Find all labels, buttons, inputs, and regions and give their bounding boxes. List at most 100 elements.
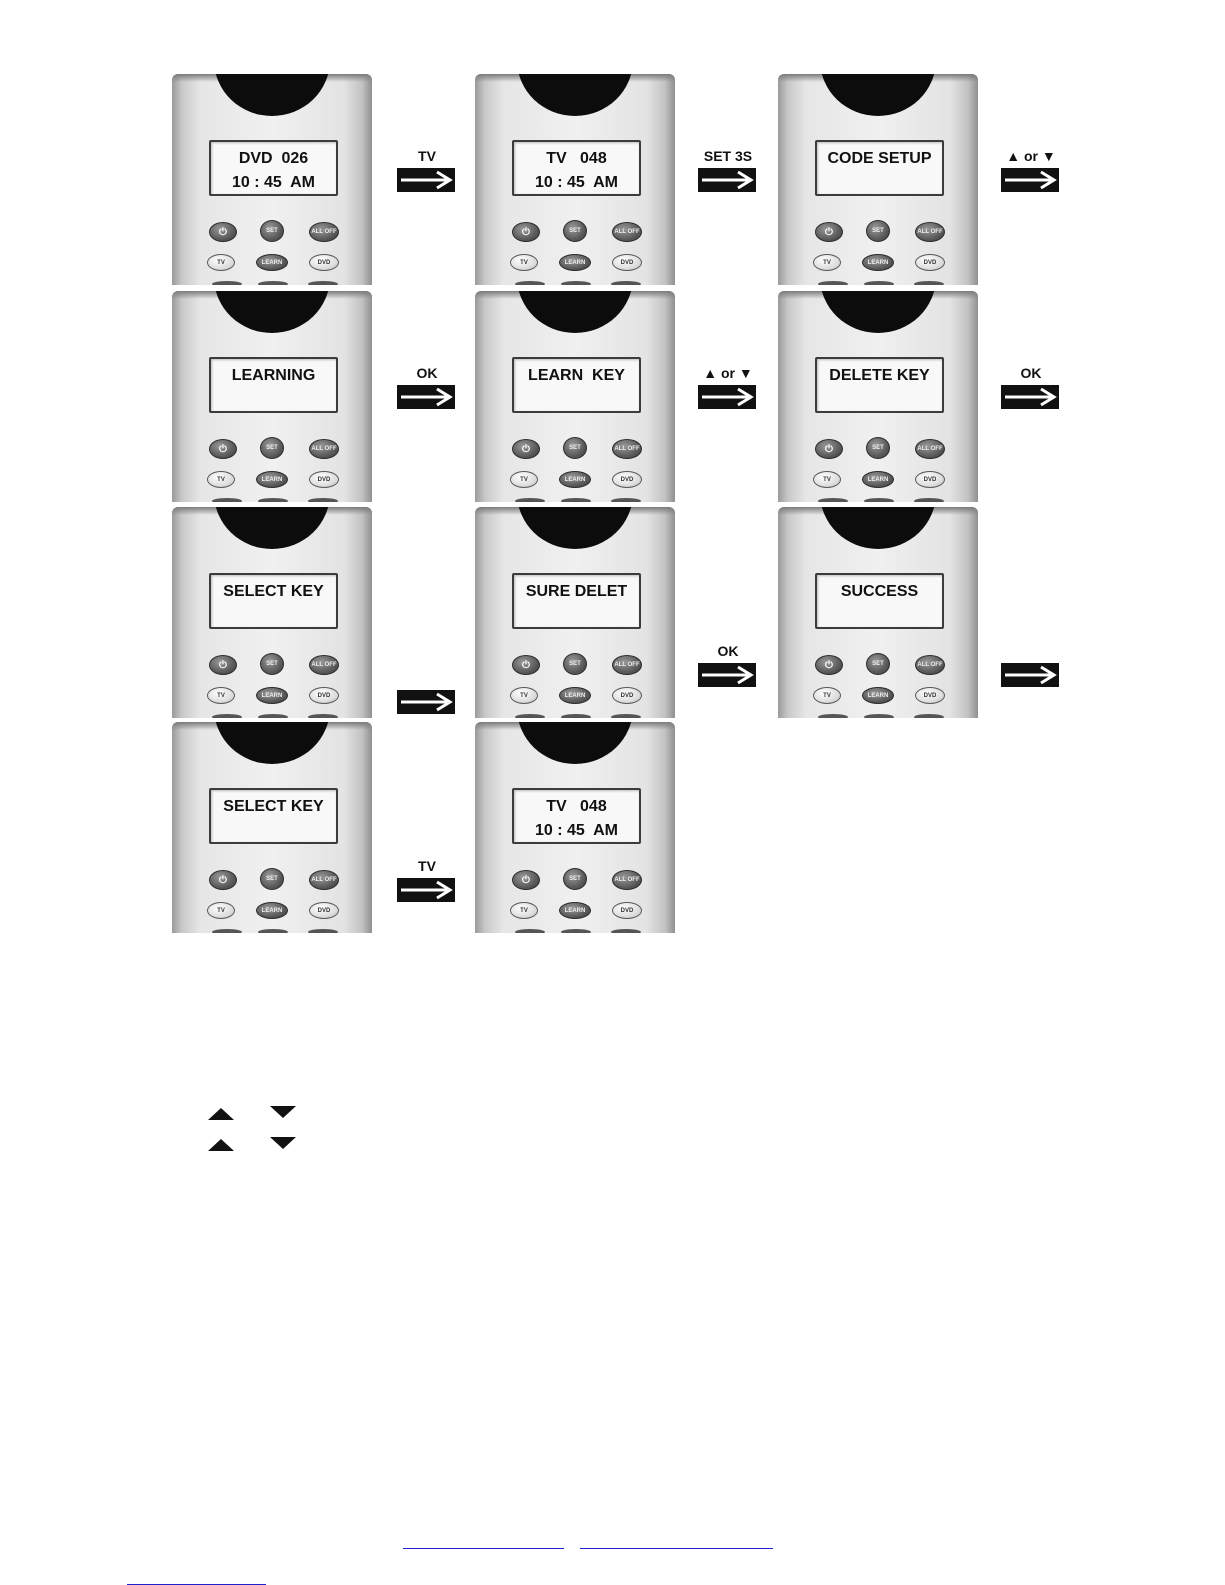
power-button[interactable]: ⏻: [209, 870, 237, 890]
step-arrow: [1001, 643, 1061, 689]
lcd-line-1: TV 048: [546, 150, 607, 167]
set-button-label: SET: [266, 661, 278, 667]
all-off-button-label: ALL OFF: [311, 662, 337, 668]
lcd-display: SELECT KEY: [209, 788, 338, 844]
all-off-button[interactable]: ALL OFF: [612, 870, 642, 890]
power-button[interactable]: ⏻: [815, 655, 843, 675]
power-button[interactable]: ⏻: [209, 222, 237, 242]
learn-button[interactable]: LEARN: [559, 471, 591, 488]
dvd-button[interactable]: DVD: [309, 471, 339, 488]
set-button[interactable]: SET: [563, 437, 587, 459]
power-button[interactable]: ⏻: [512, 439, 540, 459]
dvd-button[interactable]: DVD: [612, 254, 642, 271]
set-button-label: SET: [872, 661, 884, 667]
power-button[interactable]: ⏻: [512, 222, 540, 242]
tv-button[interactable]: TV: [510, 902, 538, 919]
power-button[interactable]: ⏻: [209, 439, 237, 459]
tv-button[interactable]: TV: [207, 471, 235, 488]
all-off-button[interactable]: ALL OFF: [915, 655, 945, 675]
step-arrow: OK: [397, 365, 457, 411]
all-off-button[interactable]: ALL OFF: [612, 439, 642, 459]
tv-button[interactable]: TV: [813, 254, 841, 271]
tv-button[interactable]: TV: [510, 254, 538, 271]
set-button[interactable]: SET: [563, 868, 587, 890]
tv-button[interactable]: TV: [510, 687, 538, 704]
learn-button[interactable]: LEARN: [862, 254, 894, 271]
tv-button[interactable]: TV: [207, 687, 235, 704]
set-button[interactable]: SET: [260, 220, 284, 242]
set-button[interactable]: SET: [260, 653, 284, 675]
partial-button-row: [914, 281, 944, 285]
dvd-button-label: DVD: [923, 259, 937, 266]
dvd-button-label: DVD: [620, 692, 634, 699]
dvd-button[interactable]: DVD: [612, 687, 642, 704]
set-button[interactable]: SET: [866, 220, 890, 242]
learn-button[interactable]: LEARN: [559, 902, 591, 919]
all-off-button[interactable]: ALL OFF: [915, 222, 945, 242]
learn-button[interactable]: LEARN: [862, 471, 894, 488]
set-button[interactable]: SET: [260, 868, 284, 890]
set-button[interactable]: SET: [866, 653, 890, 675]
dvd-button[interactable]: DVD: [612, 902, 642, 919]
right-arrow-icon: [397, 878, 455, 902]
learn-button[interactable]: LEARN: [862, 687, 894, 704]
learn-button[interactable]: LEARN: [256, 254, 288, 271]
all-off-button[interactable]: ALL OFF: [309, 655, 339, 675]
power-button[interactable]: ⏻: [512, 655, 540, 675]
all-off-button-label: ALL OFF: [614, 877, 640, 883]
learn-button[interactable]: LEARN: [559, 254, 591, 271]
all-off-button-label: ALL OFF: [311, 446, 337, 452]
dvd-button[interactable]: DVD: [915, 687, 945, 704]
down-triangle: [270, 1137, 296, 1149]
tv-button[interactable]: TV: [207, 254, 235, 271]
set-button[interactable]: SET: [260, 437, 284, 459]
dvd-button[interactable]: DVD: [309, 254, 339, 271]
step-arrow: OK: [1001, 365, 1061, 411]
footer-link-1[interactable]: [403, 1548, 564, 1549]
all-off-button[interactable]: ALL OFF: [915, 439, 945, 459]
power-button[interactable]: ⏻: [815, 222, 843, 242]
learn-button[interactable]: LEARN: [256, 902, 288, 919]
learn-button[interactable]: LEARN: [256, 471, 288, 488]
ir-window: [517, 507, 633, 549]
tv-button-label: TV: [217, 907, 225, 914]
dvd-button[interactable]: DVD: [612, 471, 642, 488]
footer-link-2[interactable]: [580, 1548, 773, 1549]
all-off-button[interactable]: ALL OFF: [612, 655, 642, 675]
tv-button[interactable]: TV: [813, 687, 841, 704]
dvd-button[interactable]: DVD: [309, 902, 339, 919]
right-arrow-icon: [397, 168, 455, 192]
all-off-button[interactable]: ALL OFF: [309, 222, 339, 242]
arrow-head: [737, 387, 754, 407]
power-button[interactable]: ⏻: [209, 655, 237, 675]
lcd-line-1: DVD 026: [238, 150, 309, 167]
set-button[interactable]: SET: [563, 653, 587, 675]
partial-button-row: [561, 929, 591, 933]
set-button[interactable]: SET: [866, 437, 890, 459]
power-button-label: ⏻: [219, 226, 227, 238]
tv-button[interactable]: TV: [510, 471, 538, 488]
power-button[interactable]: ⏻: [512, 870, 540, 890]
learn-button-label: LEARN: [564, 692, 586, 699]
power-button[interactable]: ⏻: [815, 439, 843, 459]
learn-button[interactable]: LEARN: [559, 687, 591, 704]
learn-button[interactable]: LEARN: [256, 687, 288, 704]
set-button-label: SET: [266, 228, 278, 234]
dvd-button[interactable]: DVD: [915, 471, 945, 488]
all-off-button[interactable]: ALL OFF: [309, 870, 339, 890]
tv-button[interactable]: TV: [813, 471, 841, 488]
learn-button-label: LEARN: [261, 476, 283, 483]
set-button[interactable]: SET: [563, 220, 587, 242]
partial-button-row: [515, 714, 545, 718]
all-off-button[interactable]: ALL OFF: [309, 439, 339, 459]
all-off-button[interactable]: ALL OFF: [612, 222, 642, 242]
dvd-button[interactable]: DVD: [309, 687, 339, 704]
dvd-button[interactable]: DVD: [915, 254, 945, 271]
step-arrow-label: TV: [418, 858, 436, 874]
tv-button[interactable]: TV: [207, 902, 235, 919]
lcd-display: CODE SETUP: [815, 140, 944, 196]
partial-button-row: [818, 498, 848, 502]
up-triangle-icon: [208, 1139, 234, 1151]
ir-window: [517, 74, 633, 116]
